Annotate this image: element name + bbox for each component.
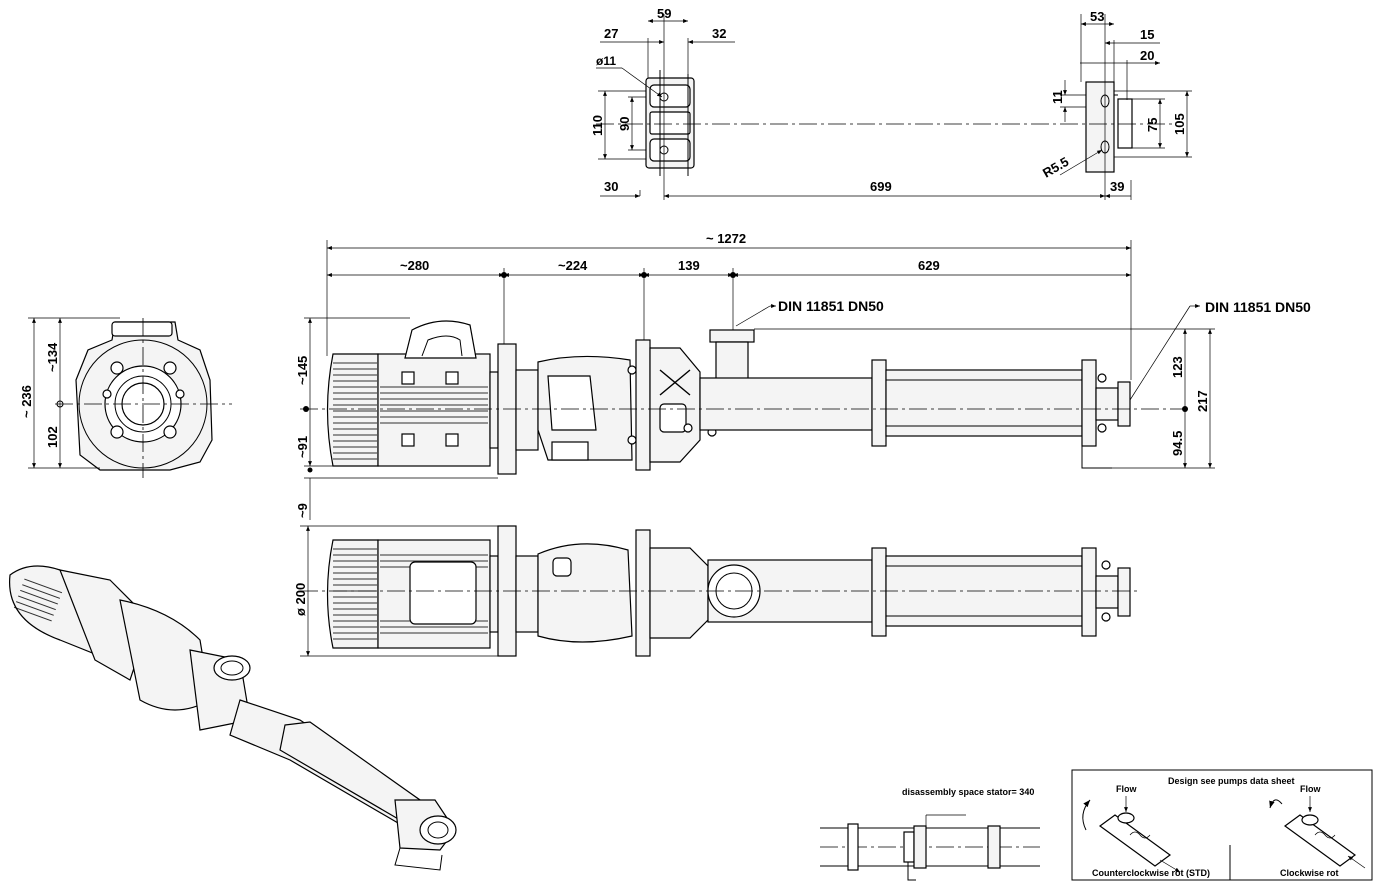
side-stator-flange-left (871, 359, 887, 447)
dim-dia200: ø 200 (293, 583, 308, 616)
dim-102: 102 (45, 426, 60, 448)
end-view: ~ 236 ~134 102 (19, 317, 232, 478)
rotation-legend-box: Design see pumps data sheet Flow Counter… (1071, 769, 1373, 881)
dim-9: ~9 (295, 503, 310, 518)
design-note: Design see pumps data sheet (1168, 776, 1295, 786)
side-casing-flange (635, 339, 651, 471)
right-foot-bracket (1085, 81, 1133, 173)
top-view: ø 200 (293, 525, 1140, 657)
bracket-detail-view: 59 27 32 ø11 30 699 39 110 90 53 15 20 1… (590, 6, 1192, 200)
flow-label-right: Flow (1300, 784, 1321, 794)
dim-11: 11 (1050, 90, 1065, 104)
side-inlet-port (709, 329, 755, 343)
dim-699: 699 (870, 179, 892, 194)
dim-32: 32 (712, 26, 726, 41)
side-pipe (699, 377, 873, 431)
dim-945: 94.5 (1170, 431, 1185, 456)
side-stator (885, 369, 1083, 437)
dim-r55: R5.5 (1040, 154, 1071, 181)
din-outlet-label: DIN 11851 DN50 (1205, 299, 1311, 315)
side-view: ~ 1272 ~280 ~224 139 629 ~145 ~91 ~9 123… (295, 231, 1311, 520)
dim-75: 75 (1145, 118, 1160, 132)
dim-1272: ~ 1272 (706, 231, 746, 246)
dim-dia11: ø11 (596, 54, 616, 68)
dim-236: ~ 236 (19, 385, 34, 418)
flow-label-left: Flow (1116, 784, 1137, 794)
dim-20: 20 (1140, 48, 1154, 63)
cw-label: Clockwise rot (1280, 868, 1339, 878)
dim-53: 53 (1090, 9, 1104, 24)
dim-139: 139 (678, 258, 700, 273)
dim-110: 110 (590, 115, 605, 136)
side-outlet-port (1117, 381, 1131, 427)
dim-90: 90 (617, 117, 632, 131)
dim-59: 59 (657, 6, 671, 21)
dim-629: 629 (918, 258, 940, 273)
isometric-view (9, 565, 457, 871)
left-foot-bracket (645, 70, 695, 176)
dim-217: 217 (1195, 390, 1210, 412)
side-stator-flange-right (1081, 359, 1097, 447)
ccw-label: Counterclockwise rot (STD) (1092, 868, 1210, 878)
side-motor (326, 320, 499, 467)
dim-134: ~134 (45, 342, 60, 372)
dim-280: ~280 (400, 258, 429, 273)
din-inlet-label: DIN 11851 DN50 (778, 298, 884, 314)
disassembly-sketch: disassembly space stator= 340 (820, 787, 1040, 881)
dim-39: 39 (1110, 179, 1124, 194)
dim-105: 105 (1172, 113, 1187, 135)
dim-123: 123 (1170, 356, 1185, 378)
dim-27: 27 (604, 26, 618, 41)
dim-224: ~224 (558, 258, 588, 273)
dim-15: 15 (1140, 27, 1154, 42)
dim-91: ~91 (295, 436, 310, 458)
dim-30: 30 (604, 179, 618, 194)
dim-145: ~145 (295, 356, 310, 385)
disassembly-label: disassembly space stator= 340 (902, 787, 1034, 797)
